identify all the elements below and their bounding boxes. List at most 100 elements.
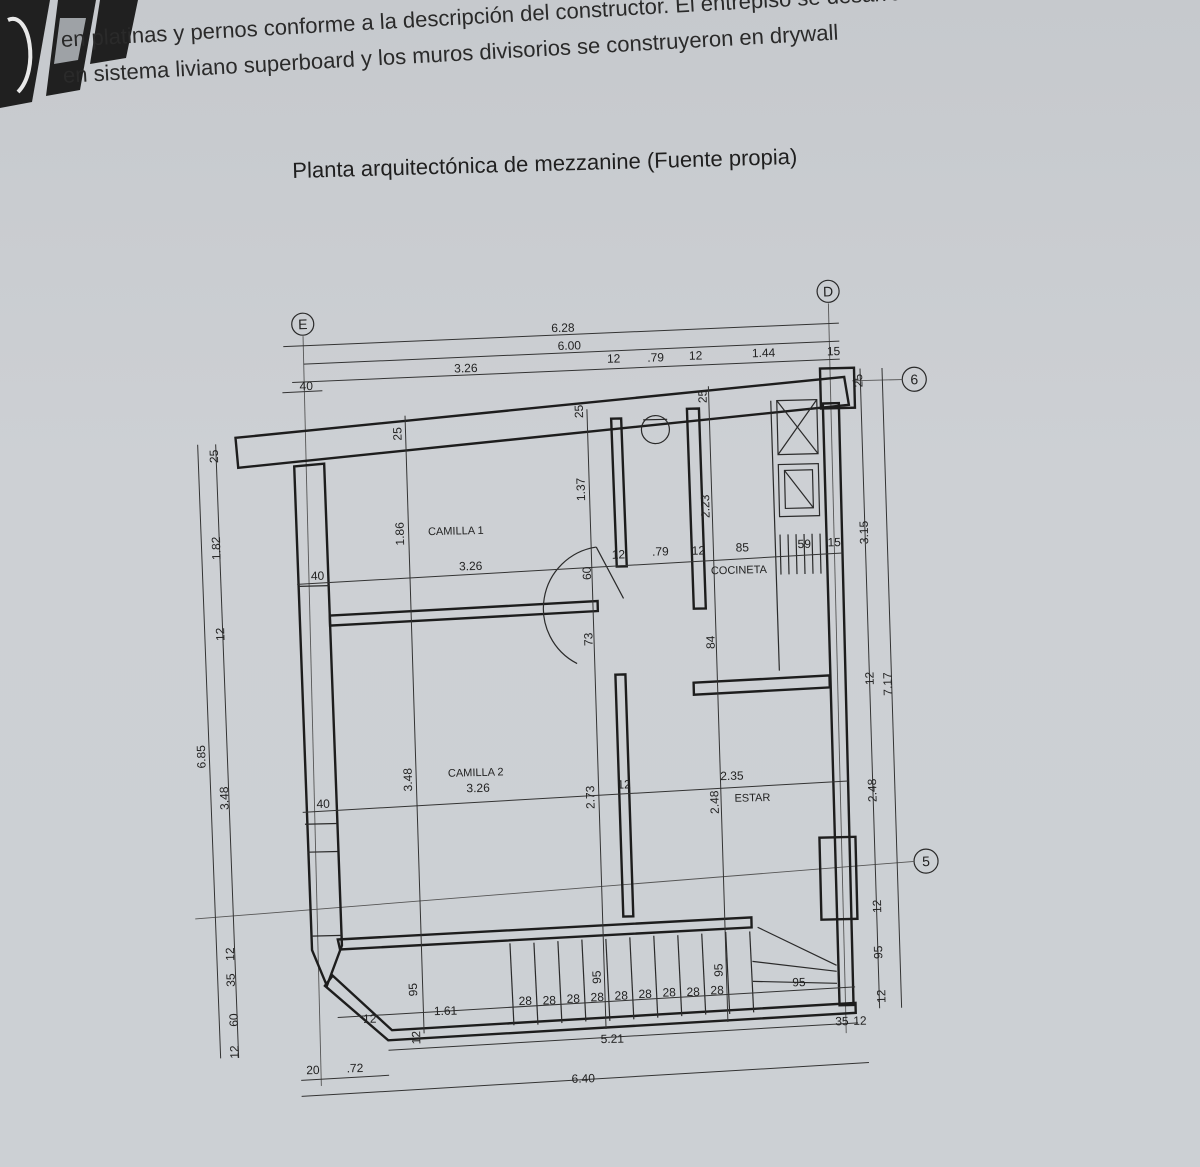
wall-bath-right: [685, 407, 708, 610]
dim-top-79: .79: [647, 350, 664, 364]
dim-line-camilla-2: [302, 780, 849, 813]
dim-line-vertical-3: [707, 386, 729, 1023]
dim-top-40: 40: [299, 379, 313, 393]
dim-line-bottom-total: [301, 1062, 869, 1097]
dim-bottom-12: 12: [363, 1012, 377, 1026]
dim-line-left-chain: [215, 444, 240, 1058]
dim-estar-2-35: 2.35: [720, 769, 744, 784]
kitchen-counter-edge: [770, 400, 780, 671]
dim-top-3-26: 3.26: [454, 361, 478, 376]
axis-e-line: [302, 336, 322, 1086]
dim-col-2-73: 2.73: [583, 785, 598, 809]
wall-center-lower: [614, 673, 635, 918]
dim-right-95: 95: [871, 945, 885, 959]
dim-right-2-48: 2.48: [865, 778, 880, 802]
dim-camilla-1-height: 1.86: [393, 522, 408, 546]
dim-bottom-35: 35: [835, 1014, 849, 1028]
dim-line-left-total: [197, 444, 222, 1059]
room-label-cocineta: COCINETA: [711, 564, 768, 577]
washbasin-icon: [640, 414, 671, 445]
dim-bottom-72: .72: [346, 1061, 363, 1075]
dim-col-59: 59: [797, 537, 811, 551]
dim-line-vertical-2: [586, 409, 607, 1029]
stove-icon: [776, 399, 819, 456]
dim-bottom-95c: 95: [711, 963, 725, 977]
dim-right-12c: 12: [874, 989, 888, 1003]
room-label-estar: ESTAR: [734, 792, 770, 805]
dim-tread-5: 28: [614, 988, 628, 1002]
dim-right-7-17: 7.17: [880, 672, 895, 696]
dim-tread-8: 28: [686, 985, 700, 999]
axis-5-label: 5: [922, 853, 930, 869]
axis-d-label: D: [823, 283, 834, 299]
dim-right-25: 25: [851, 373, 865, 387]
dim-top-12a: 12: [607, 351, 621, 365]
dim-tread-1: 28: [518, 994, 532, 1008]
wall-kitchen-bottom: [692, 674, 832, 696]
dim-line-top-partial: [292, 358, 840, 383]
room-label-camilla-2: CAMILLA 2: [448, 766, 504, 779]
dim-bottom-12c: 12: [853, 1014, 867, 1028]
door-leaf: [595, 546, 625, 599]
room-label-camilla-1: CAMILLA 1: [428, 525, 484, 538]
dim-tread-3: 28: [566, 992, 580, 1006]
dim-bottom-6-40: 6.40: [571, 1071, 595, 1086]
wall-left: [292, 462, 344, 990]
dim-door-73: 73: [581, 632, 595, 646]
dim-col-1-37: 1.37: [574, 477, 589, 501]
wall-stair-top: [336, 916, 753, 951]
wall-left-joint-4: [311, 934, 342, 937]
axis-d-line: [827, 303, 847, 1034]
dim-tread-6: 28: [638, 987, 652, 1001]
kitchen-counter-hatch: [779, 533, 822, 575]
dim-col-12c: 12: [617, 777, 631, 791]
stove-cross-2: [777, 399, 818, 455]
wall-bottom: [323, 973, 857, 1042]
wall-left-joint-1: [299, 585, 330, 587]
dim-tread-4: 28: [590, 990, 604, 1004]
dim-line-bottom-5-21: [388, 1022, 859, 1051]
sink-basin-diag: [783, 470, 814, 509]
dim-left-12c: 12: [227, 1045, 241, 1059]
dim-camilla-1-40: 40: [311, 569, 325, 583]
sink-icon: [777, 463, 821, 518]
axis-6-label: 6: [910, 371, 918, 387]
dim-col-12: 12: [612, 547, 626, 561]
dim-top-total: 6.28: [551, 321, 575, 336]
dim-left-35: 35: [224, 973, 238, 987]
dim-camilla-1-25: 25: [390, 427, 404, 441]
dim-left-12b: 12: [223, 947, 237, 961]
dim-bottom-1-61: 1.61: [434, 1004, 458, 1019]
dim-left-1-82: 1.82: [209, 536, 224, 560]
door-swing-arc: [542, 546, 597, 665]
dim-tread-2: 28: [542, 993, 556, 1007]
dim-line-top-total: [283, 322, 839, 348]
dim-top-12b: 12: [689, 348, 703, 362]
dim-bottom-95b: 95: [590, 970, 604, 984]
dim-left-3-48: 3.48: [217, 786, 232, 810]
dim-top-inner: 6.00: [557, 338, 581, 353]
dim-camilla-2-width: 3.26: [466, 781, 490, 796]
dim-col-79: .79: [652, 544, 669, 558]
axis-e-label: E: [298, 316, 308, 332]
dim-bottom-5-21: 5.21: [600, 1032, 624, 1047]
wall-camilla-divider: [328, 599, 600, 627]
dim-right-3-15: 3.15: [857, 520, 872, 544]
dim-tread-9: 28: [710, 983, 724, 997]
dim-line-vertical-1: [404, 415, 425, 1034]
dim-line-top-40: [282, 390, 323, 394]
dim-line-top-inner: [303, 340, 840, 365]
dim-bottom-12b: 12: [409, 1030, 423, 1044]
dim-line-stair: [337, 986, 856, 1019]
wall-top-beam: [234, 375, 851, 470]
dim-col-60: 60: [580, 566, 594, 580]
dim-camilla-1-width: 3.26: [459, 559, 483, 574]
dim-col-25b: 25: [695, 389, 709, 403]
dim-right-12: 12: [862, 671, 876, 685]
dim-camilla-2-height: 3.48: [401, 768, 416, 792]
axis-5-line: [195, 860, 915, 920]
dim-col-84: 84: [703, 635, 717, 649]
wall-bath-left-upper: [609, 417, 628, 568]
dim-col-25: 25: [572, 404, 586, 418]
